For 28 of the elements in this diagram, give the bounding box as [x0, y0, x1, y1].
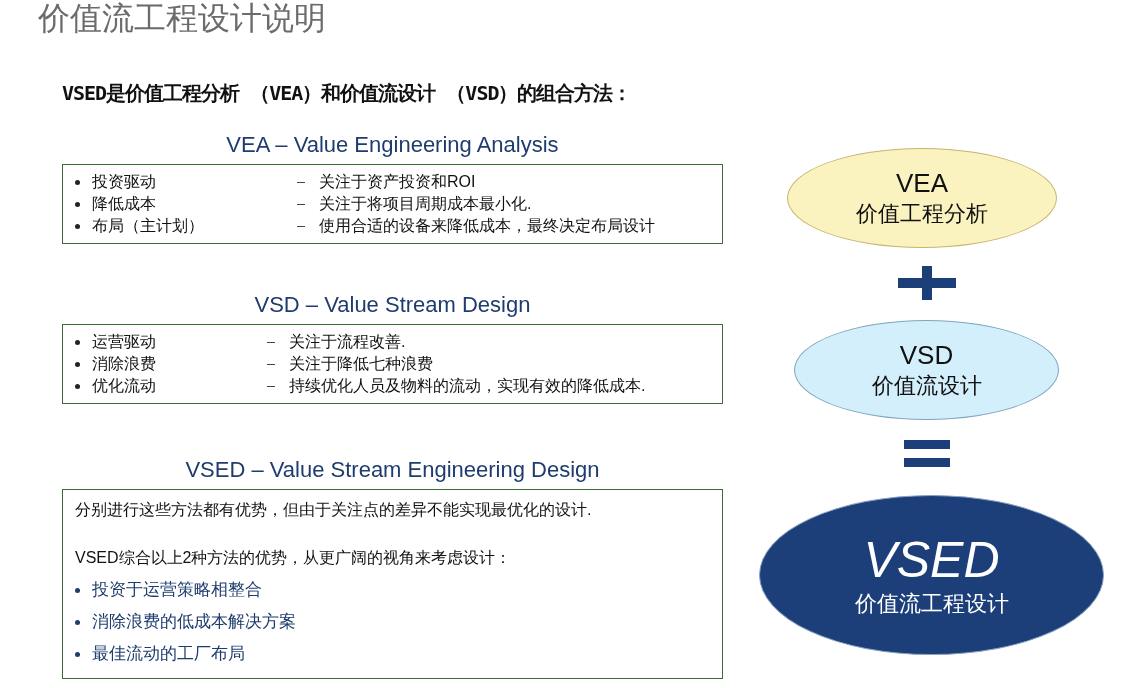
bullet-text: 最佳流动的工厂布局 [92, 643, 245, 665]
page-title: 价值流工程设计说明 [38, 0, 326, 38]
paragraph: VSED综合以上2种方法的优势，从更广阔的视角来考虑设计： [75, 548, 513, 568]
bullet-text: 消除浪费的低成本解决方案 [92, 611, 296, 633]
intro-text: VSED是价值工程分析 （VEA）和价值流设计 （VSD）的组合方法： [62, 80, 632, 107]
section-heading: VEA – Value Engineering Analysis [226, 134, 559, 156]
item-label: 消除浪费 [92, 354, 157, 374]
paragraph: 分别进行这些方法都有优势，但由于关注点的差异不能实现最优化的设计. [75, 500, 593, 520]
item-label: 降低成本 [92, 194, 157, 214]
item-label: 布局（主计划） [92, 216, 205, 236]
ellipse-subtitle: 价值工程分析 [856, 200, 988, 228]
ellipse-title: VEA [896, 167, 948, 199]
section-heading: VSD – Value Stream Design [254, 294, 531, 316]
bullet-text: 投资于运营策略相整合 [92, 579, 262, 601]
item-description: 关注于流程改善. [289, 332, 406, 352]
ellipse-title: VSD [899, 339, 954, 371]
item-description: 关注于资产投资和ROI [319, 172, 476, 192]
ellipse-subtitle: 价值流工程设计 [854, 590, 1009, 618]
item-description: 关注于将项目周期成本最小化. [319, 194, 532, 214]
item-description: 使用合适的设备来降低成本，最终决定布局设计 [319, 216, 655, 236]
item-label: 投资驱动 [92, 172, 157, 192]
ellipse-subtitle: 价值流设计 [871, 372, 982, 400]
item-description: 持续优化人员及物料的流动，实现有效的降低成本. [289, 376, 646, 396]
section-heading: VSED – Value Stream Engineering Design [185, 459, 600, 481]
item-description: 关注于降低七种浪费 [289, 354, 433, 374]
ellipse-title: VSED [863, 531, 1000, 589]
item-label: 运营驱动 [92, 332, 157, 352]
item-label: 优化流动 [92, 376, 157, 396]
